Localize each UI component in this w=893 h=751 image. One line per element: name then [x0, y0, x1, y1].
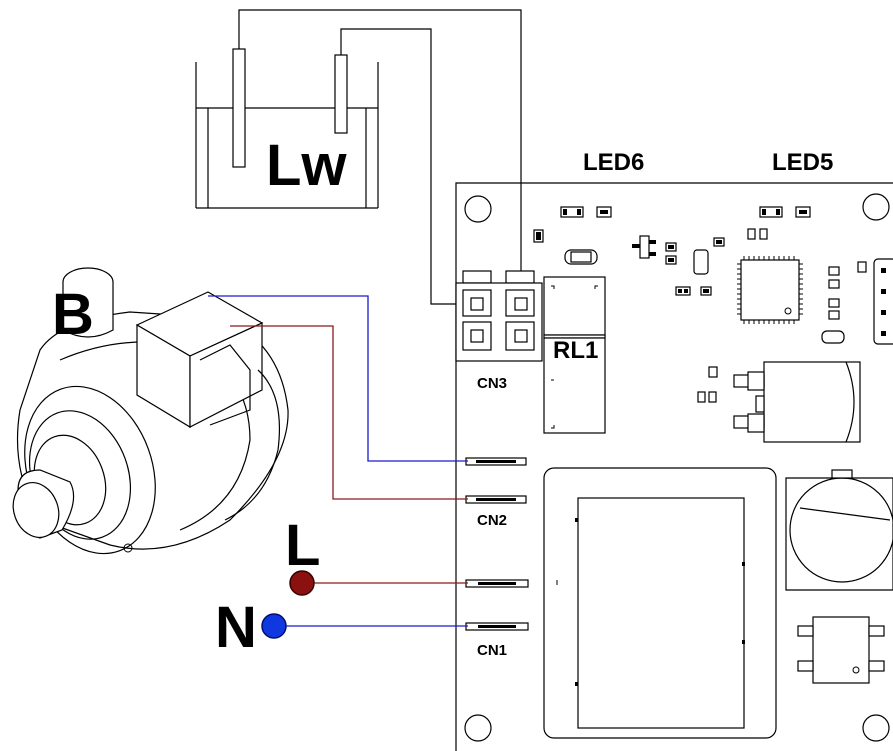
- transformer: [543, 467, 777, 739]
- cn3-label: CN3: [477, 375, 507, 392]
- line-label: L: [285, 513, 320, 578]
- level-probe-label: Lw: [266, 133, 347, 198]
- cn1-terminals: [465, 579, 529, 631]
- led6-label: LED6: [583, 149, 644, 176]
- cn2-terminals: [465, 457, 527, 504]
- smd-components: [533, 228, 867, 403]
- pump-label: B: [52, 282, 94, 347]
- probe-wire-left: [238, 9, 522, 304]
- bridge-rectifier: [797, 616, 885, 684]
- relay-label: RL1: [553, 337, 598, 364]
- led5-label: LED5: [772, 149, 833, 176]
- water-tank: [195, 62, 379, 209]
- microcontroller-chip: [737, 256, 803, 324]
- voltage-regulator: [733, 361, 861, 443]
- level-probe-left: [232, 48, 246, 168]
- led5-footprint: [759, 206, 811, 218]
- cn3-connector: [455, 270, 543, 362]
- pump-motor: [12, 267, 289, 555]
- relay-rl1: [543, 276, 606, 434]
- neutral-terminal-dot: [261, 613, 287, 639]
- pin-header-right: [873, 258, 893, 345]
- cn1-label: CN1: [477, 642, 507, 659]
- pump-wire-red: [230, 325, 468, 500]
- fuse-holder: [785, 469, 893, 591]
- probe-wire-right: [340, 28, 476, 305]
- cn2-label: CN2: [477, 512, 507, 529]
- line-terminal-dot: [289, 570, 315, 596]
- pump-wire-blue: [208, 295, 468, 462]
- level-probe-right: [334, 54, 348, 134]
- neutral-label: N: [215, 595, 257, 660]
- pcb-board: [455, 182, 893, 751]
- led6-footprint: [560, 206, 612, 218]
